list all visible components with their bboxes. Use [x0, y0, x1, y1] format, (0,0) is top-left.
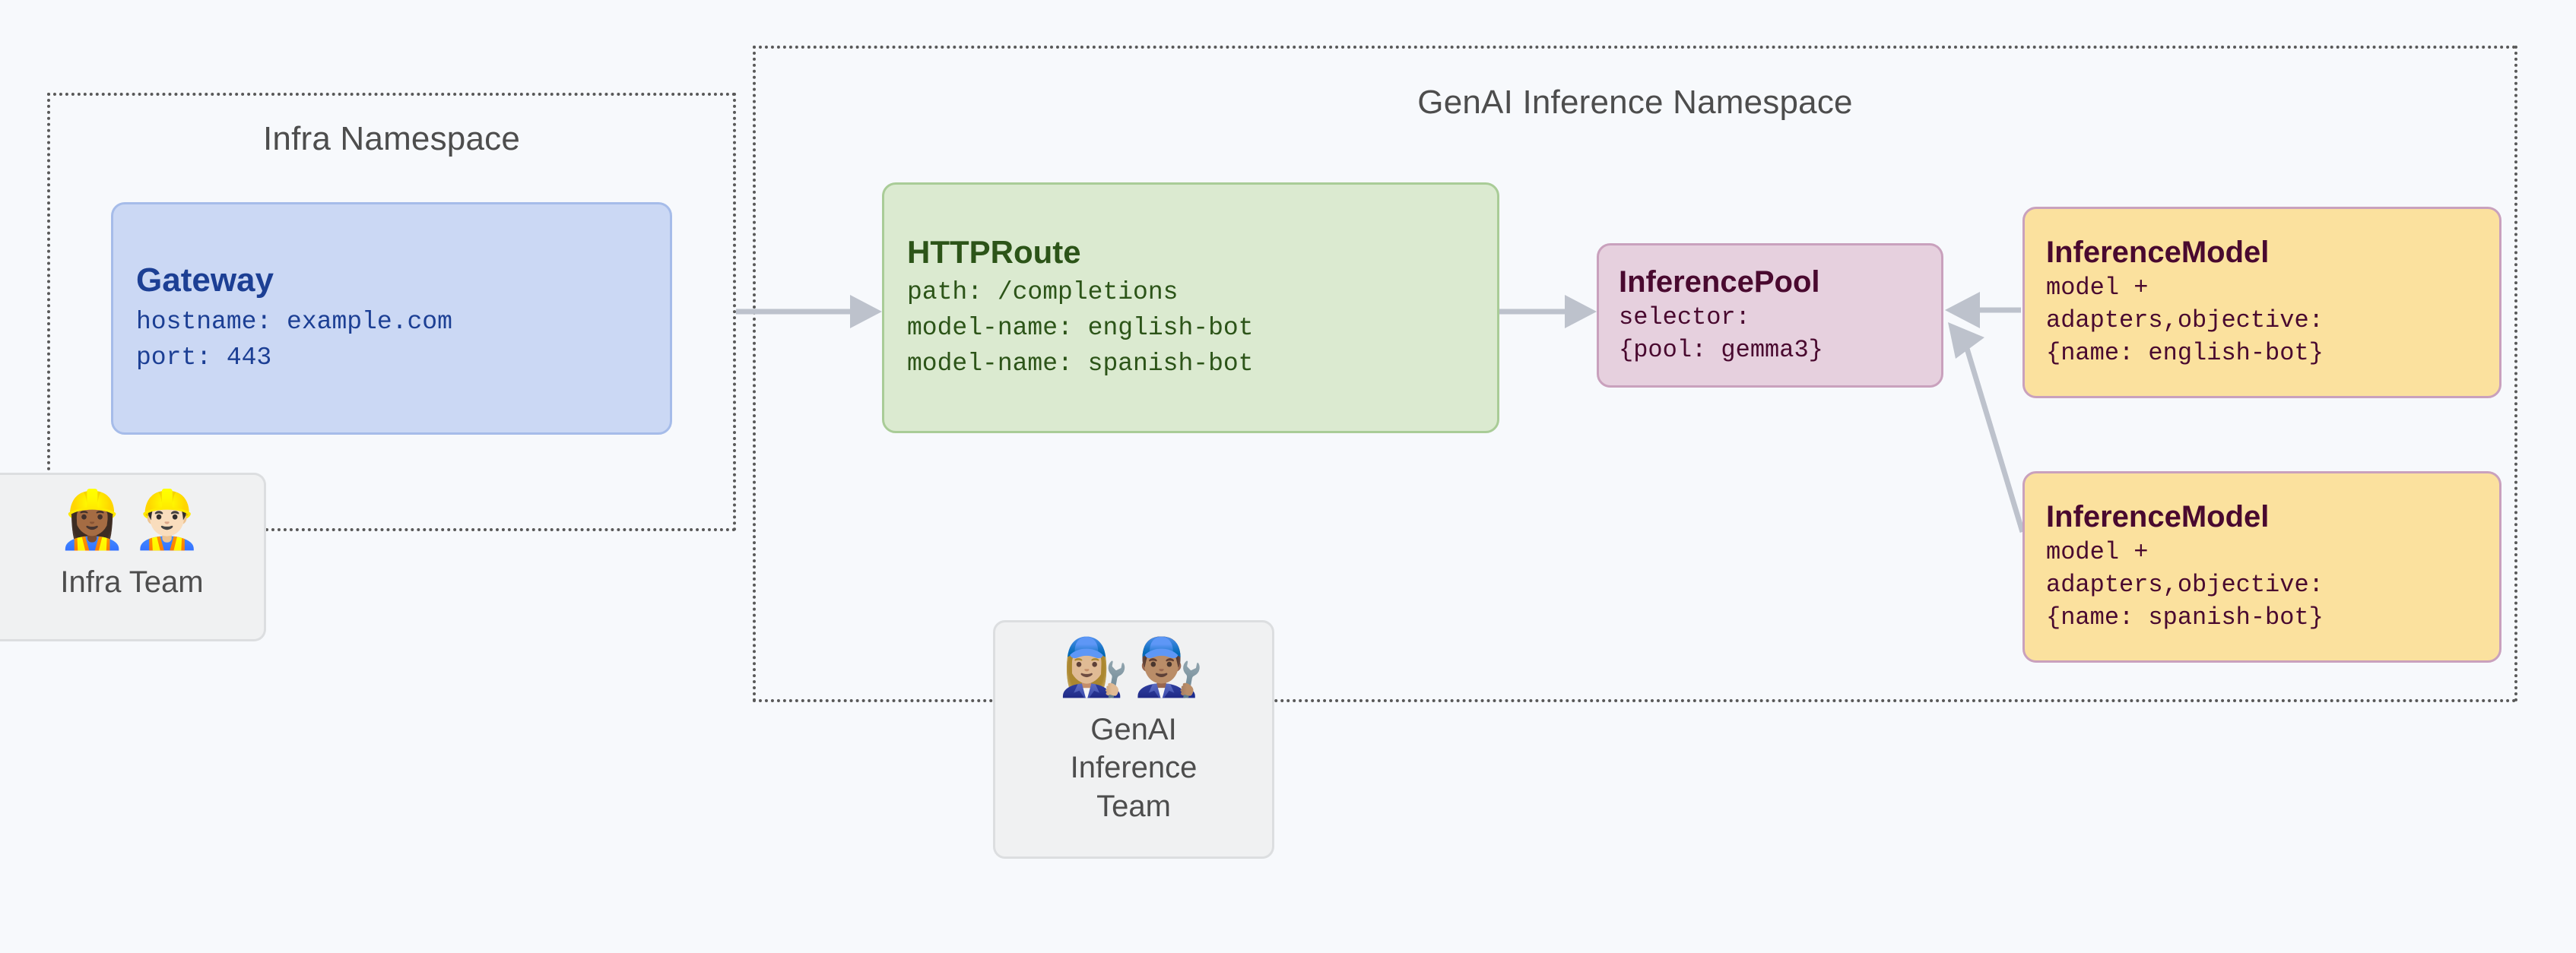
namespace-label-genai: GenAI Inference Namespace [1417, 84, 1853, 121]
node-inferencepool-line-selector: selector: [1619, 302, 1750, 331]
node-gateway-line-port: port: 443 [136, 343, 272, 372]
node-inferencemodel-spanish-title: InferenceModel [2046, 500, 2270, 534]
node-inferencemodel-english[interactable]: InferenceModel model + adapters,objectiv… [2022, 207, 2501, 398]
node-httproute-title: HTTPRoute [907, 233, 1081, 270]
node-httproute-line-model-spanish: model-name: spanish-bot [907, 350, 1254, 378]
node-inferencemodel-english-line-name: {name: english-bot} [2046, 339, 2324, 368]
node-httproute-line-path: path: /completions [907, 278, 1179, 307]
node-gateway-title: Gateway [136, 261, 274, 299]
node-inferencemodel-english-title: InferenceModel [2046, 236, 2270, 270]
team-card-genai[interactable]: 👩🏼‍🔧👨🏽‍🔧 GenAI Inference Team [993, 620, 1274, 859]
team-label-genai: GenAI Inference Team [1070, 713, 1198, 823]
node-gateway[interactable]: Gateway hostname: example.com port: 443 [111, 202, 672, 435]
node-inferencemodel-spanish-line-model: model + [2046, 538, 2149, 567]
mechanic-icons: 👩🏼‍🔧👨🏽‍🔧 [1058, 635, 1209, 700]
node-inferencemodel-spanish-line-name: {name: spanish-bot} [2046, 603, 2324, 632]
node-inferencepool[interactable]: InferencePool selector: {pool: gemma3} [1597, 243, 1943, 388]
node-gateway-line-hostname: hostname: example.com [136, 308, 452, 337]
team-card-infra[interactable]: 👷🏾‍♀️👷🏻‍♂️ Infra Team [0, 473, 266, 641]
node-inferencemodel-spanish[interactable]: InferenceModel model + adapters,objectiv… [2022, 471, 2501, 663]
node-inferencepool-title: InferencePool [1619, 264, 1820, 299]
node-httproute[interactable]: HTTPRoute path: /completions model-name:… [882, 182, 1499, 433]
construction-worker-icons: 👷🏾‍♀️👷🏻‍♂️ [57, 487, 207, 552]
node-inferencepool-line-pool: {pool: gemma3} [1619, 335, 1823, 364]
node-inferencemodel-english-line-adapters: adapters,objective: [2046, 306, 2324, 335]
node-inferencemodel-spanish-line-adapters: adapters,objective: [2046, 571, 2324, 600]
node-inferencemodel-english-line-model: model + [2046, 274, 2149, 302]
team-label-infra: Infra Team [60, 565, 204, 599]
namespace-container-genai [753, 46, 2517, 702]
namespace-container-infra [47, 93, 736, 531]
namespace-label-infra: Infra Namespace [262, 120, 521, 157]
node-httproute-line-model-english: model-name: english-bot [907, 314, 1254, 343]
